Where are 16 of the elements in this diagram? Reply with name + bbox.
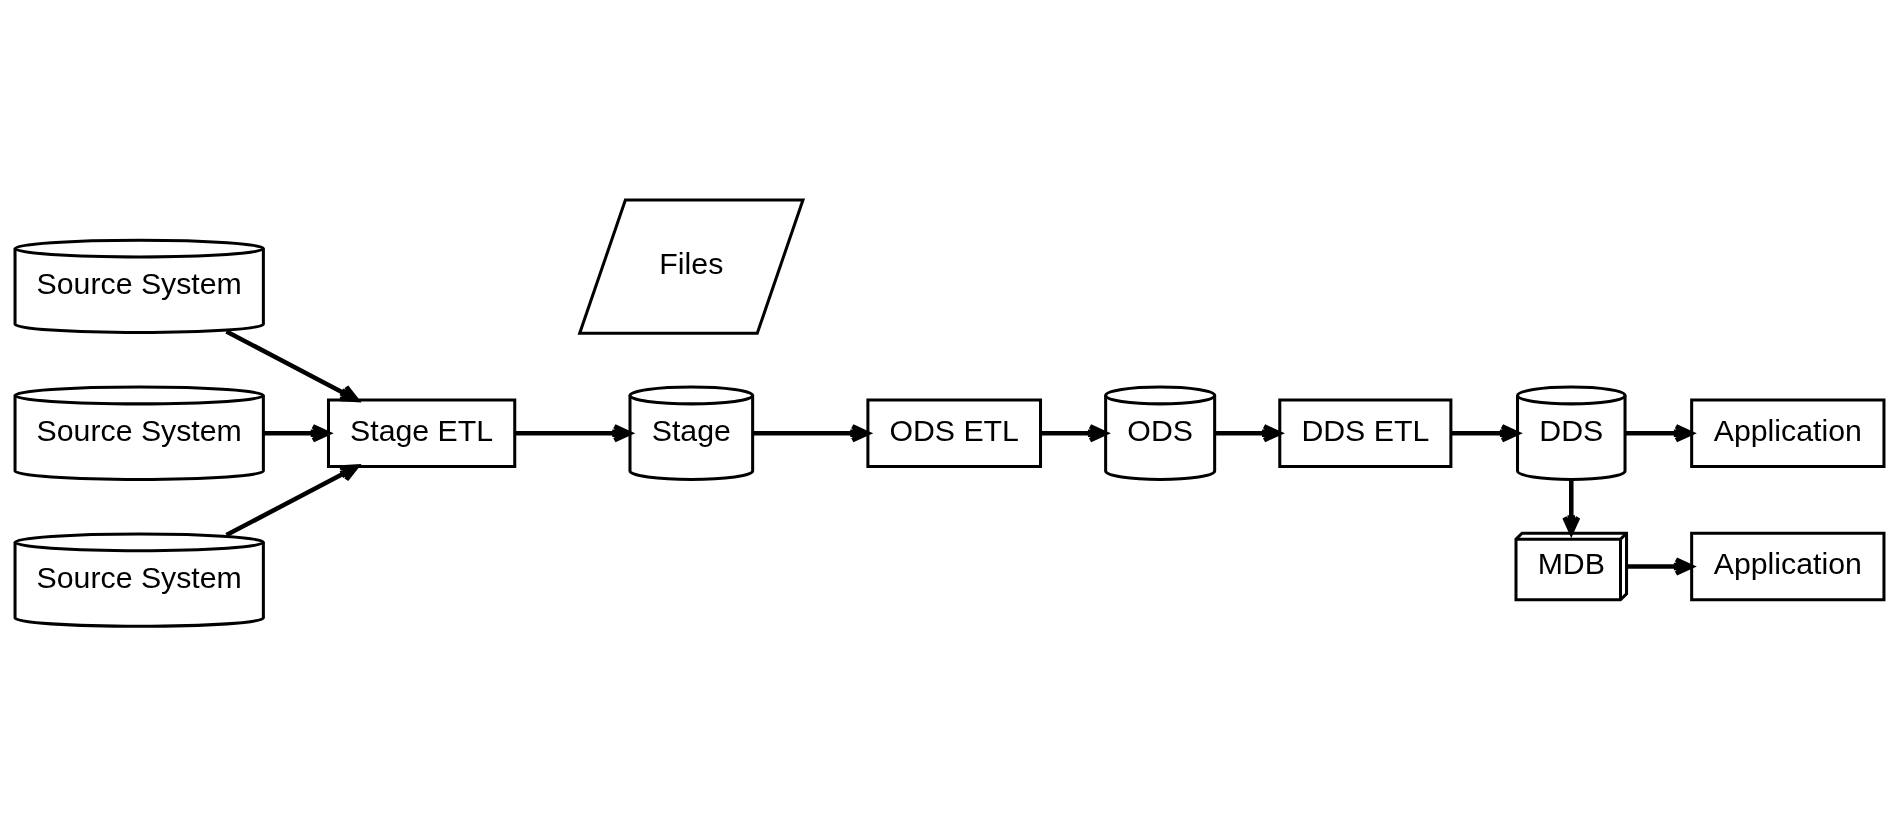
arrow xyxy=(1040,424,1108,443)
node-box: Application xyxy=(1690,531,1886,602)
arrow xyxy=(225,464,359,538)
node-box: Stage ETL xyxy=(326,398,517,469)
arrow xyxy=(1562,479,1581,535)
arrow xyxy=(753,424,870,443)
arrow xyxy=(263,424,331,443)
arrow xyxy=(1625,424,1694,443)
node-box: Application xyxy=(1690,398,1886,469)
node-box: DDS ETL xyxy=(1278,398,1453,469)
arrow xyxy=(514,424,632,443)
arrow xyxy=(1214,424,1282,443)
arrow xyxy=(1451,424,1520,443)
arrow xyxy=(225,329,359,403)
arrow xyxy=(1626,557,1694,576)
node-box: ODS ETL xyxy=(866,398,1043,469)
